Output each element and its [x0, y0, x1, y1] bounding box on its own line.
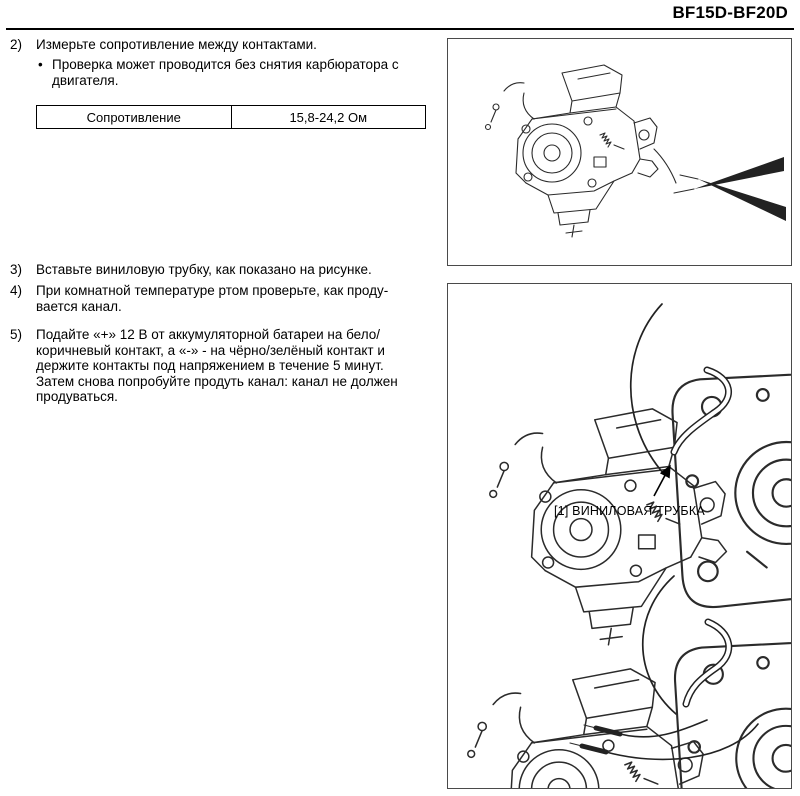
- step-5-text: Подайте «+» 12 В от аккумуляторной батар…: [36, 327, 398, 404]
- test-probe-leads: [673, 157, 786, 221]
- bullet-dot: •: [38, 57, 43, 72]
- step-2-number: 2): [10, 37, 23, 52]
- resistance-value-cell: 15,8-24,2 Ом: [230, 105, 426, 129]
- step-4: 4) При комнатной температуре ртом провер…: [10, 283, 436, 314]
- table-row: Сопротивление 15,8-24,2 Ом: [36, 105, 426, 129]
- connector-wire: [653, 148, 677, 184]
- vinyl-tube-illustration: [448, 303, 791, 788]
- carburetor-illustration: [468, 669, 705, 788]
- resistance-spec-table: Сопротивление 15,8-24,2 Ом: [36, 105, 426, 129]
- step-2-bullet: • Проверка может проводится без снятия к…: [38, 57, 434, 88]
- mounting-flange-plate: [672, 371, 791, 607]
- resistance-test-illustration: [484, 64, 786, 238]
- vinyl-tube-callout: [1] ВИНИЛОВАЯ ТРУБКА: [554, 504, 705, 518]
- vinyl-tube: [670, 366, 733, 456]
- resistance-parameter-cell: Сопротивление: [36, 105, 232, 129]
- step-2-bullet-text: Проверка может проводится без снятия кар…: [52, 57, 399, 88]
- step-5: 5) Подайте «+» 12 В от аккумуляторной ба…: [10, 327, 436, 405]
- carburetor-with-tube-top: [490, 303, 791, 645]
- step-3: 3) Вставьте виниловую трубку, как показа…: [10, 262, 436, 278]
- step-4-number: 4): [10, 283, 23, 298]
- figure-resistance-test: [447, 38, 792, 266]
- magnifier-arc: [629, 303, 665, 475]
- step-5-number: 5): [10, 327, 23, 342]
- figure-vinyl-tube-test: [1] ВИНИЛОВАЯ ТРУБКА: [447, 283, 792, 789]
- header-rule: [6, 28, 794, 30]
- step-3-text: Вставьте виниловую трубку, как показано …: [36, 262, 372, 277]
- vinyl-tube: [682, 618, 733, 708]
- callout-arrow: [653, 464, 671, 497]
- carburetor-with-battery-bottom: [468, 575, 791, 788]
- step-4-text: При комнатной температуре ртом проверьте…: [36, 283, 389, 314]
- step-2-text: Измерьте сопротивление между контактами.: [36, 37, 317, 52]
- page-header-model: BF15D-BF20D: [672, 3, 788, 22]
- carburetor-illustration: [490, 409, 727, 645]
- step-2: 2) Измерьте сопротивление между контакта…: [10, 37, 436, 53]
- carburetor-illustration: [484, 64, 659, 238]
- step-3-number: 3): [10, 262, 23, 277]
- magnifier-arc: [641, 575, 677, 715]
- battery-leads: [569, 719, 759, 761]
